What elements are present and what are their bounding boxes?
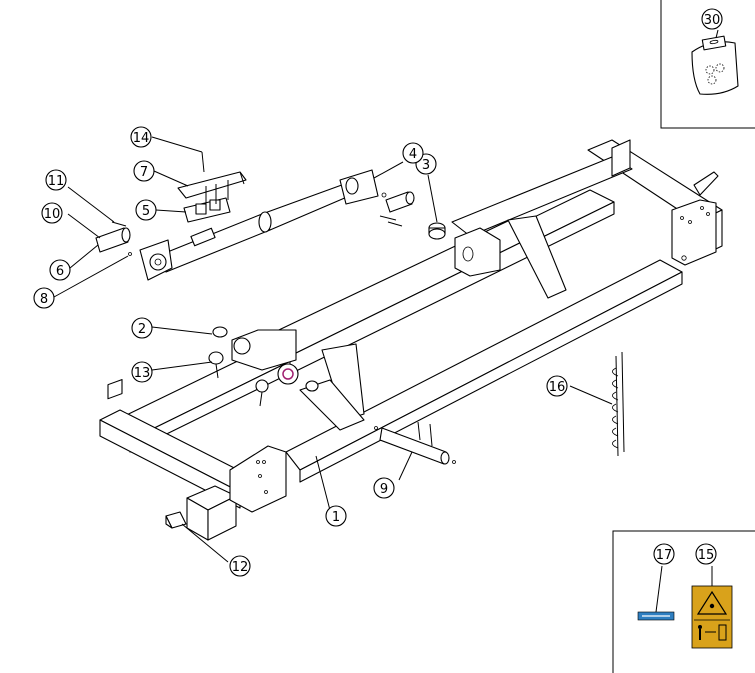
- frame-pin: [374, 421, 456, 465]
- hose-clip-strip: [612, 351, 625, 457]
- inset-box-hardware-bag: [660, 0, 755, 129]
- svg-text:4: 4: [409, 147, 417, 162]
- svg-text:14: 14: [133, 131, 150, 146]
- valve-block: [183, 197, 231, 223]
- svg-text:30: 30: [704, 13, 721, 28]
- mounting-bracket: [177, 171, 247, 206]
- svg-text:16: 16: [549, 380, 566, 395]
- callouts: 1 2 3 4 5 6 7 8: [33, 8, 723, 577]
- callout-16: 16: [546, 375, 568, 397]
- main-frame: [99, 139, 723, 541]
- callout-5: 5: [135, 199, 157, 221]
- inset-box-decals: [612, 530, 755, 673]
- callout-1: 1: [325, 505, 347, 527]
- svg-text:15: 15: [698, 548, 715, 563]
- callout-7: 7: [133, 160, 155, 182]
- callout-8: 8: [33, 287, 55, 309]
- svg-text:6: 6: [56, 264, 64, 279]
- eye-bolts: [208, 351, 269, 407]
- pivot-pin: [95, 221, 132, 256]
- svg-text:11: 11: [48, 174, 65, 189]
- callout-12: 12: [229, 555, 251, 577]
- end-cap: [165, 511, 187, 529]
- svg-text:9: 9: [380, 482, 388, 497]
- callout-6: 6: [49, 259, 71, 281]
- leader-lines: [53, 29, 719, 613]
- callout-10: 10: [41, 202, 63, 224]
- bushing: [428, 222, 446, 240]
- split-pin: [201, 151, 205, 173]
- callout-15: 15: [695, 543, 717, 565]
- svg-text:2: 2: [138, 322, 146, 337]
- callout-30: 30: [701, 8, 723, 30]
- callout-13: 13: [131, 361, 153, 383]
- svg-text:1: 1: [332, 510, 340, 525]
- svg-text:5: 5: [142, 204, 150, 219]
- svg-text:3: 3: [422, 158, 430, 173]
- callout-11: 11: [45, 169, 67, 191]
- callout-9: 9: [373, 477, 395, 499]
- svg-text:13: 13: [134, 366, 151, 381]
- svg-text:12: 12: [232, 560, 249, 575]
- svg-text:17: 17: [656, 548, 673, 563]
- svg-text:10: 10: [44, 207, 61, 222]
- callout-17: 17: [653, 543, 675, 565]
- svg-text:8: 8: [40, 292, 48, 307]
- callout-14: 14: [130, 126, 152, 148]
- warning-label-yellow: [691, 585, 733, 649]
- hydraulic-cylinder: [139, 169, 415, 281]
- callout-2: 2: [131, 317, 153, 339]
- svg-text:7: 7: [140, 165, 148, 180]
- callout-4: 4: [402, 142, 424, 164]
